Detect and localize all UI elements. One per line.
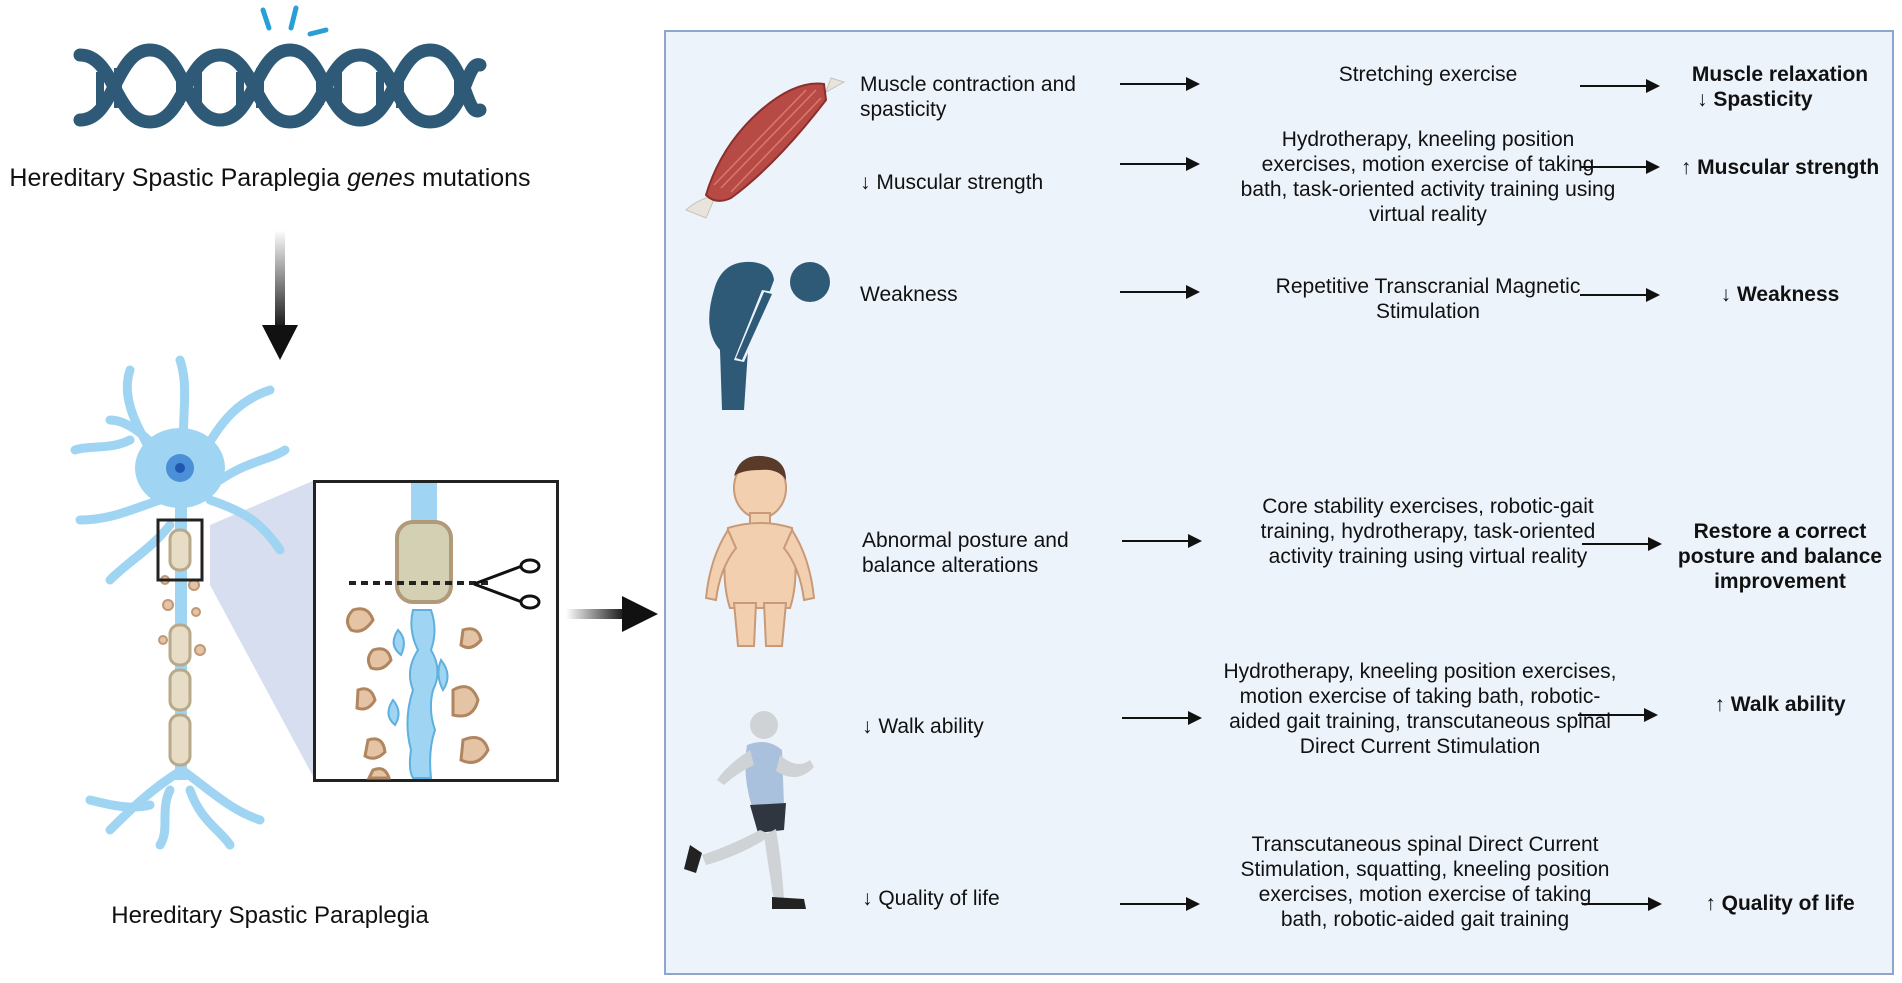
treatment-row-2: Hydrotherapy, kneeling position exercise…	[1240, 128, 1616, 226]
arrow-treatment-row-5	[1578, 708, 1658, 722]
treatment-row-3: Repetitive Transcranial Magnetic Stimula…	[1275, 275, 1581, 323]
arrow-condition-row-2	[1120, 157, 1200, 171]
arrow-treatment-row-6	[1582, 897, 1662, 911]
treatment-row-6: Transcutaneous spinal Direct Current Sti…	[1240, 833, 1610, 931]
condition-row-1: Muscle contraction and spasticity	[860, 73, 1076, 121]
weak-person-icon	[709, 261, 830, 410]
outcome-row-6: ↑ Quality of life	[1705, 892, 1855, 915]
condition-row-6: ↓ Quality of life	[862, 887, 1000, 910]
zoom-box	[313, 480, 559, 782]
down-arrow-icon	[262, 230, 298, 360]
muscle-icon	[685, 77, 846, 219]
arrow-condition-row-3	[1120, 285, 1200, 299]
scissors-icon	[473, 558, 541, 610]
arrow-condition-row-4	[1122, 534, 1202, 548]
outcome-row-4: Restore a correct posture and balance im…	[1677, 520, 1883, 593]
child-body-icon	[704, 455, 816, 647]
treatment-row-5: Hydrotherapy, kneeling position exercise…	[1223, 660, 1617, 758]
treatment-row-4: Core stability exercises, robotic-gait t…	[1260, 495, 1596, 568]
runner-icon	[684, 711, 814, 909]
condition-row-3: Weakness	[860, 283, 958, 306]
condition-row-5: ↓ Walk ability	[862, 715, 984, 738]
treatment-panel	[664, 30, 1894, 975]
arrow-condition-row-1	[1120, 77, 1200, 91]
right-arrow-icon	[566, 596, 658, 632]
neuron-icon	[70, 355, 315, 850]
outcome-row-1: Muscle relaxation↓ Spasticity	[1691, 63, 1869, 111]
outcome-row-5: ↑ Walk ability	[1714, 693, 1846, 716]
left-caption: Hereditary Spastic Paraplegia	[111, 902, 429, 929]
treatment-row-1: Stretching exercise	[1338, 63, 1518, 86]
arrow-treatment-row-3	[1580, 288, 1660, 302]
outcome-row-2: ↑ Muscular strength	[1680, 156, 1880, 179]
left-title: Hereditary Spastic Paraplegia genes muta…	[9, 164, 531, 192]
arrow-treatment-row-4	[1582, 537, 1662, 551]
condition-row-2: ↓ Muscular strength	[860, 171, 1044, 194]
dna-helix-icon	[73, 5, 487, 129]
arrow-treatment-row-2	[1580, 160, 1660, 174]
arrow-condition-row-6	[1120, 897, 1200, 911]
arrow-treatment-row-1	[1580, 79, 1660, 93]
arrow-condition-row-5	[1122, 711, 1202, 725]
outcome-row-3: ↓ Weakness	[1720, 283, 1840, 306]
condition-row-4: Abnormal posture and balance alterations	[862, 529, 1069, 577]
